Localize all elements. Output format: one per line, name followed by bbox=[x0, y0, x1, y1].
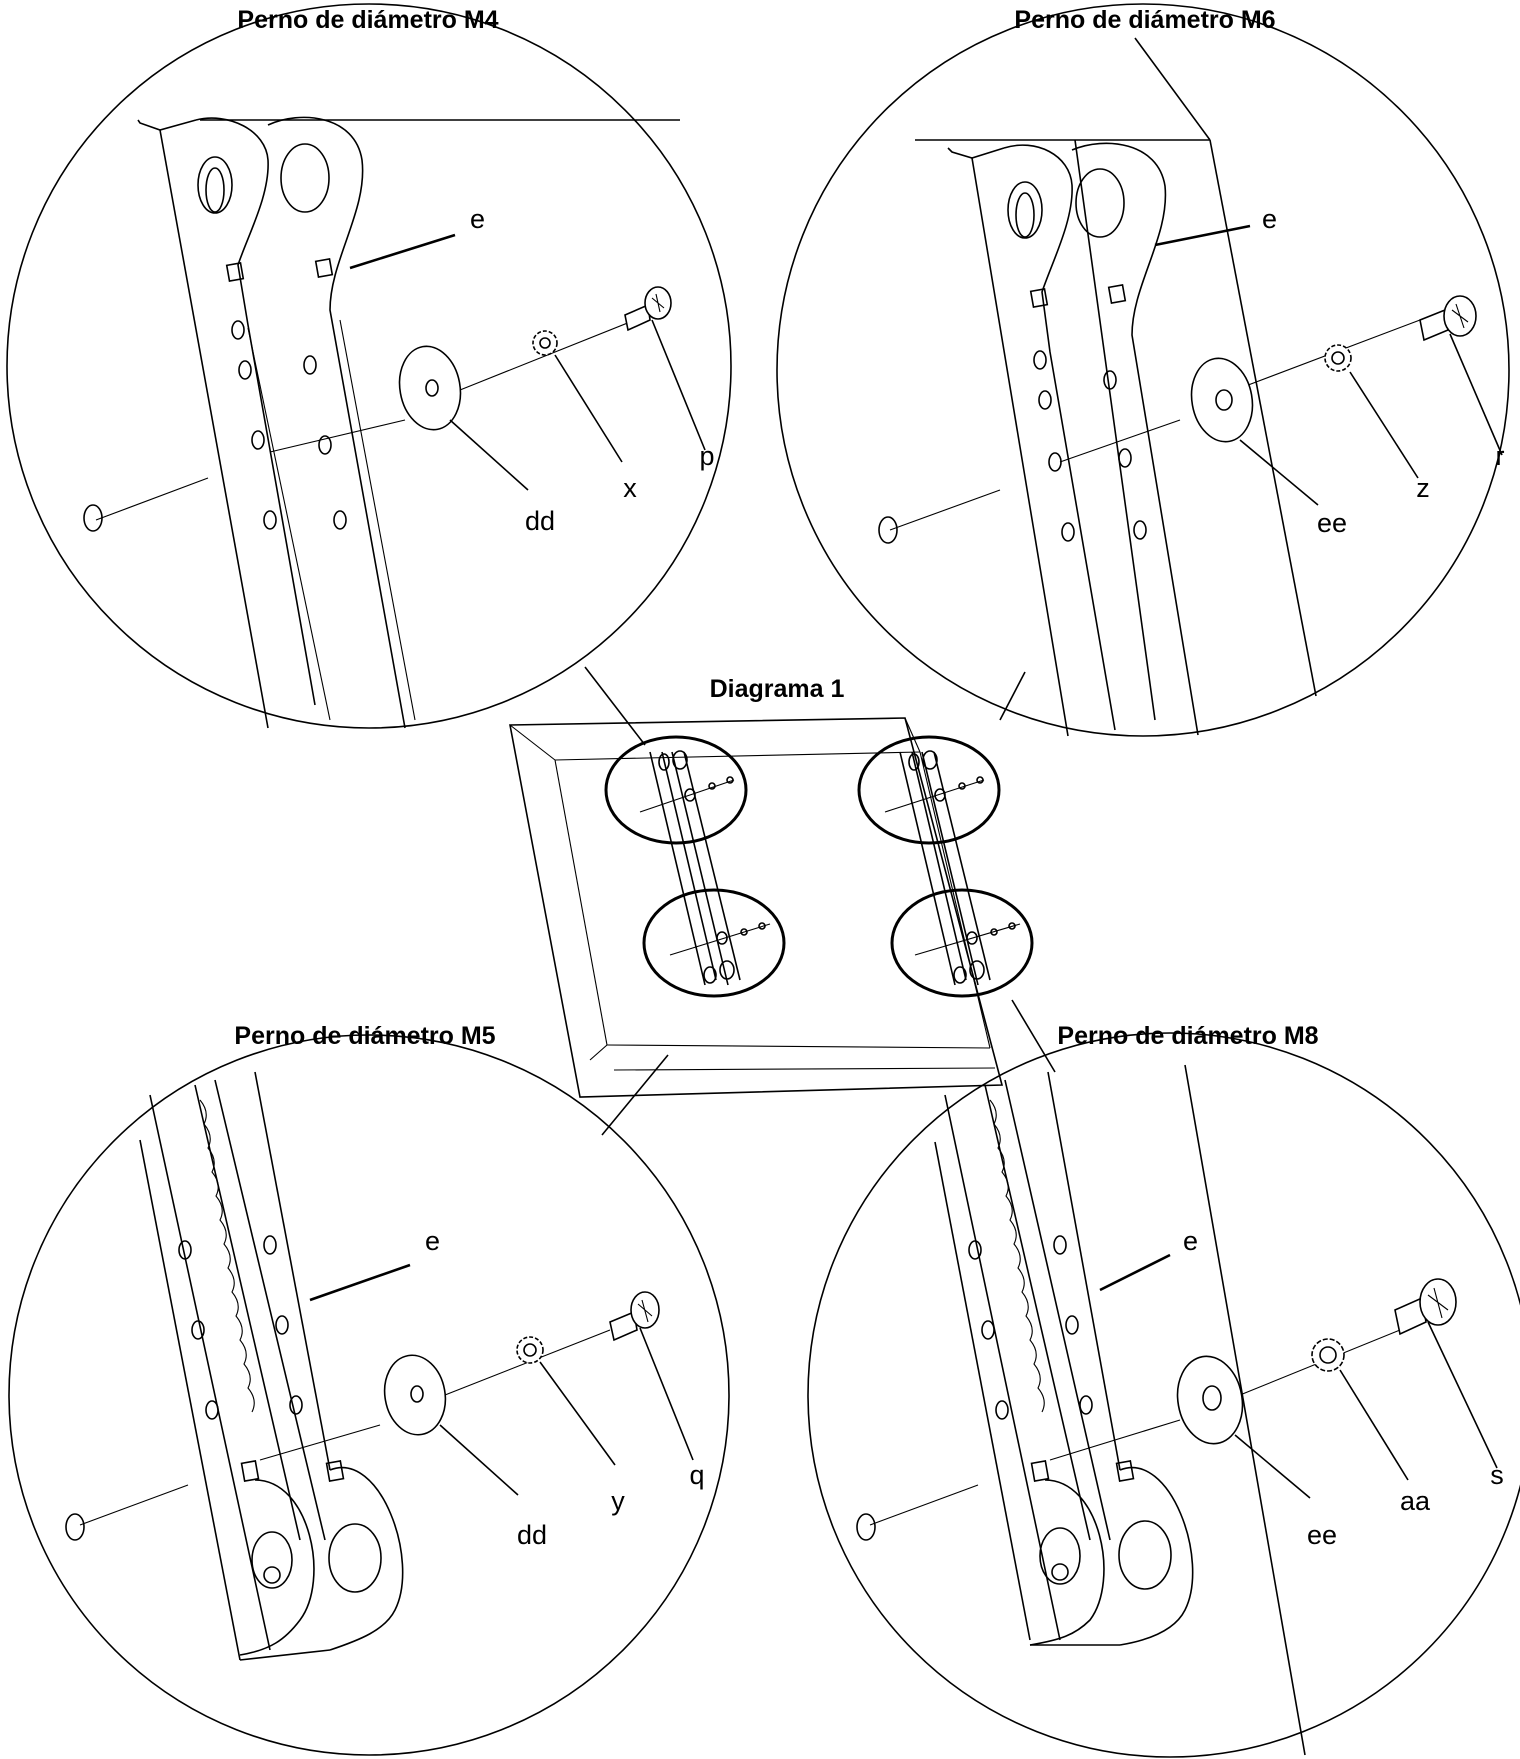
callout-q: q bbox=[689, 1460, 704, 1490]
callout-s: s bbox=[1490, 1460, 1504, 1490]
detail-circle-m4 bbox=[6, 3, 732, 729]
connector-lines bbox=[584, 666, 1056, 1136]
callout-z: z bbox=[1416, 473, 1430, 503]
washer-dd bbox=[398, 345, 462, 431]
bolt-p bbox=[624, 286, 672, 332]
detail-circle-m8 bbox=[807, 1032, 1520, 1758]
callout-ee: ee bbox=[1307, 1520, 1337, 1550]
callout-dd: dd bbox=[525, 506, 555, 536]
overview-callout-m4 bbox=[604, 735, 748, 845]
callout-y: y bbox=[611, 1486, 625, 1516]
title-m4: Perno de diámetro M4 bbox=[237, 6, 498, 34]
detail-m8: e ee aa s bbox=[807, 1032, 1520, 1758]
bolt-s bbox=[1394, 1278, 1457, 1336]
overview-bracket-left bbox=[639, 750, 771, 986]
overview-callout-m6 bbox=[857, 735, 1001, 845]
title-m6: Perno de diámetro M6 bbox=[1014, 6, 1275, 34]
callout-e: e bbox=[1262, 204, 1277, 234]
callout-x: x bbox=[623, 473, 637, 503]
lock-washer-aa bbox=[1311, 1338, 1345, 1372]
bolt-r bbox=[1419, 295, 1477, 342]
washer-ee bbox=[1176, 1355, 1244, 1445]
overview-callout-m5 bbox=[642, 888, 786, 998]
detail-circle-m6 bbox=[776, 3, 1510, 737]
washer-dd bbox=[383, 1354, 447, 1436]
callout-e: e bbox=[425, 1226, 440, 1256]
callout-p: p bbox=[699, 441, 714, 471]
overview-callout-m8 bbox=[890, 888, 1034, 998]
washer-ee bbox=[1190, 357, 1254, 443]
detail-m6: e ee z r bbox=[776, 3, 1510, 737]
callout-r: r bbox=[1496, 441, 1505, 471]
overview-bracket-right bbox=[884, 750, 1021, 986]
bracket-e bbox=[934, 1071, 1194, 1646]
bracket-e bbox=[947, 142, 1199, 737]
callout-e: e bbox=[1183, 1226, 1198, 1256]
detail-m4: e dd x p bbox=[6, 3, 732, 729]
title-m8: Perno de diámetro M8 bbox=[1057, 1022, 1318, 1050]
tv-panel-outline bbox=[509, 717, 1004, 1098]
bracket-e bbox=[137, 116, 416, 729]
lock-washer-y bbox=[516, 1336, 544, 1364]
bolt-q bbox=[609, 1291, 660, 1342]
title-diagram-1: Diagrama 1 bbox=[710, 675, 845, 703]
detail-circle-m5 bbox=[8, 1034, 730, 1756]
callout-aa: aa bbox=[1400, 1486, 1431, 1516]
lock-washer-x bbox=[532, 330, 558, 356]
callout-ee: ee bbox=[1317, 508, 1347, 538]
callout-e: e bbox=[470, 204, 485, 234]
detail-m5: e dd y q bbox=[8, 1034, 730, 1756]
overview-panel bbox=[509, 717, 1034, 1098]
lock-washer-z bbox=[1324, 344, 1352, 372]
bracket-e bbox=[139, 1071, 404, 1661]
callout-dd: dd bbox=[517, 1520, 547, 1550]
